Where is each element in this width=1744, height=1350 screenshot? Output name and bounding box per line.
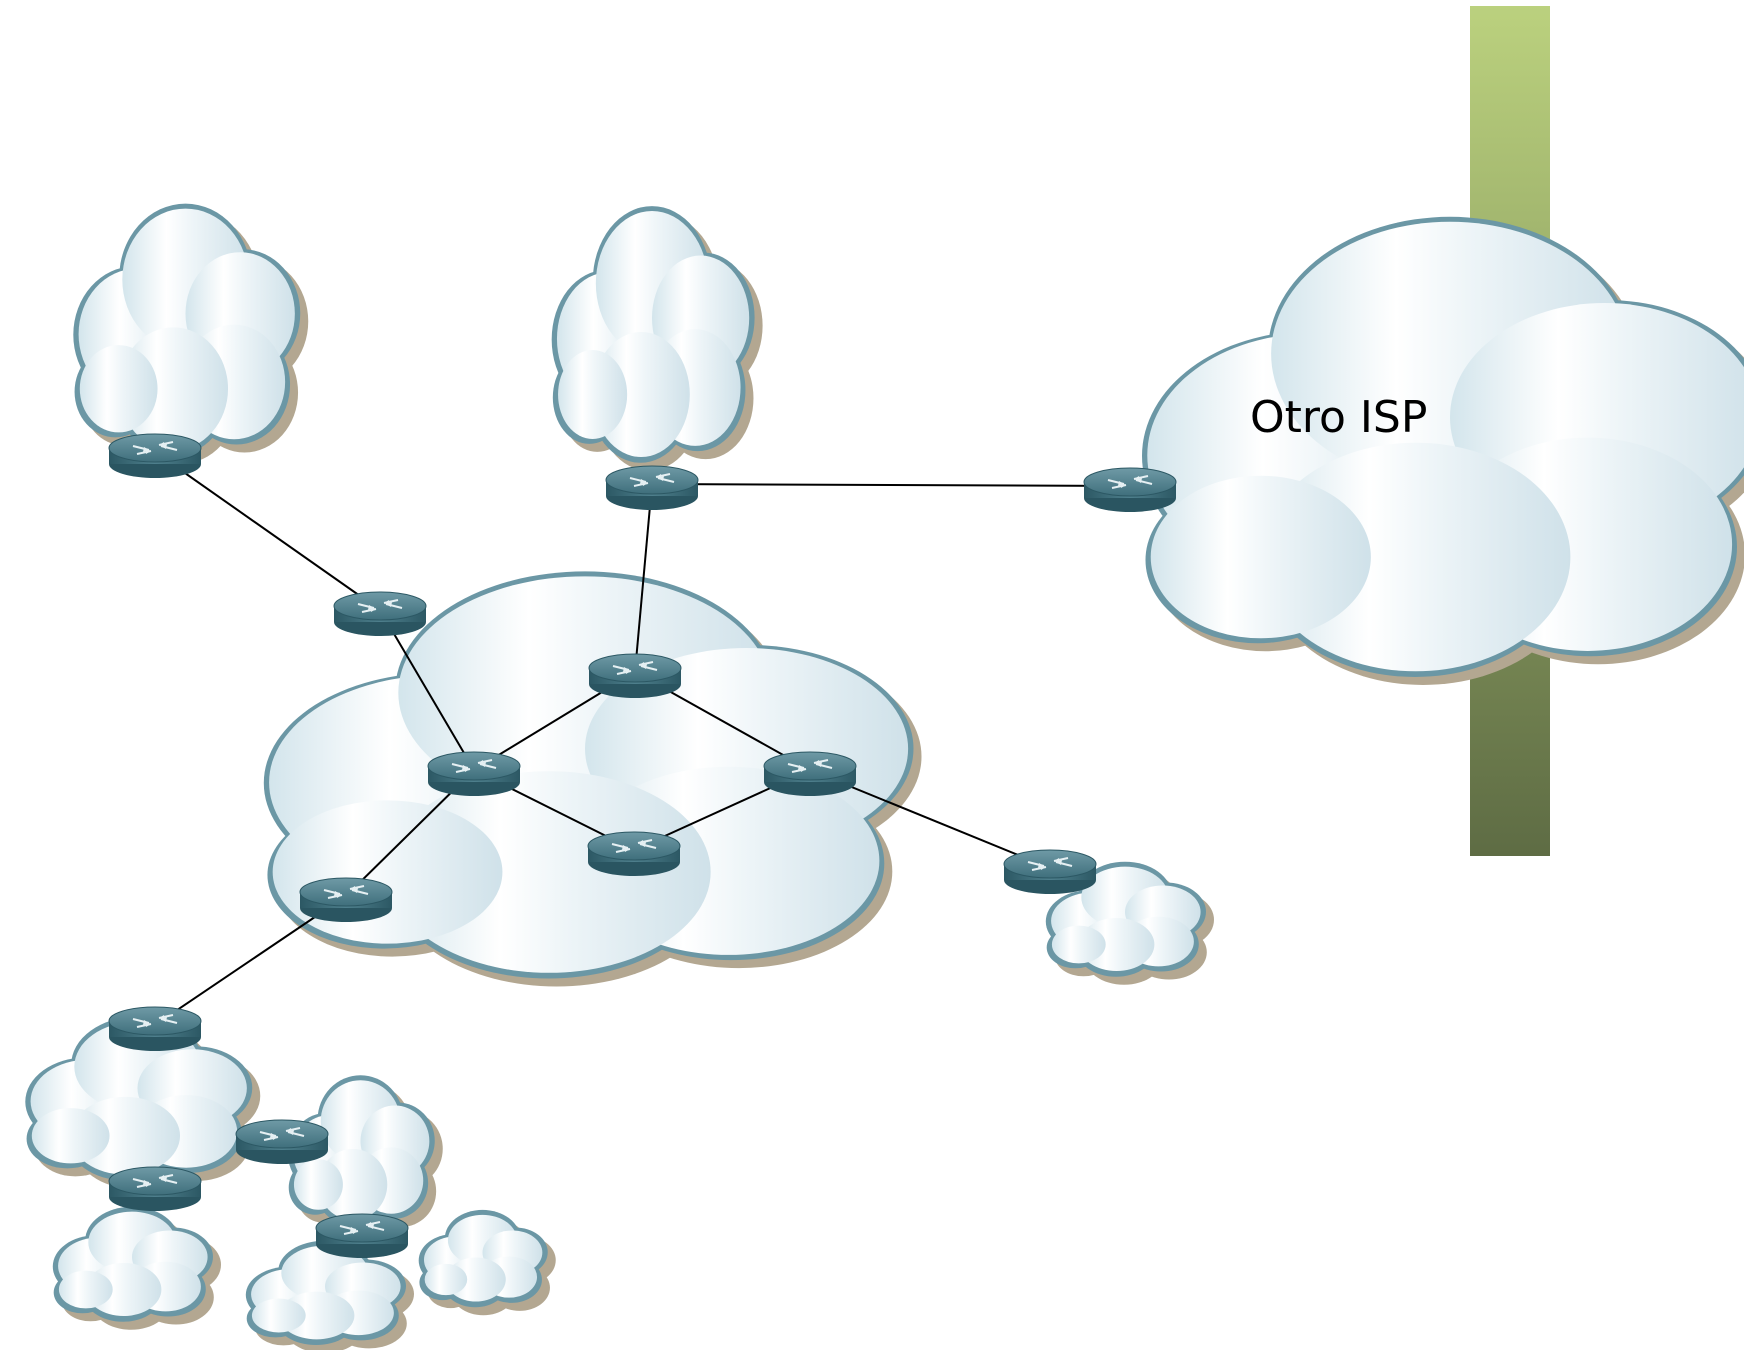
router-icon: [299, 877, 393, 923]
link-r-top-left-edge-r-core-1: [154, 451, 381, 611]
other-isp-cloud: [1142, 216, 1744, 686]
router-icon: [1083, 467, 1177, 513]
link-r-top-middle-edge-r-other-isp: [651, 483, 1131, 487]
router-icon: [588, 653, 682, 699]
other-isp-label: Otro ISP: [1250, 392, 1427, 443]
router-icon: [587, 831, 681, 877]
bottom-cloud-d: [245, 1240, 414, 1350]
router-icon: [605, 465, 699, 511]
bottom-cloud-e: [418, 1209, 556, 1316]
router-icon: [108, 433, 202, 479]
link-r-core-1-r-core-3: [379, 609, 475, 771]
router-icon: [763, 751, 857, 797]
clouds-layer: [25, 203, 1214, 1350]
top-left-cloud: [73, 203, 309, 464]
bottom-cloud-c: [52, 1206, 221, 1330]
router-icon: [315, 1213, 409, 1259]
routers-layer: [108, 433, 1177, 1259]
router-icon: [427, 751, 521, 797]
router-icon: [235, 1119, 329, 1165]
router-icon: [108, 1006, 202, 1052]
other-isp-cloud-shape: [1142, 216, 1744, 686]
link-r-top-middle-edge-r-core-2: [634, 483, 653, 673]
router-icon: [1003, 849, 1097, 895]
top-middle-cloud: [551, 206, 763, 471]
router-icon: [333, 591, 427, 637]
router-icon: [108, 1166, 202, 1212]
